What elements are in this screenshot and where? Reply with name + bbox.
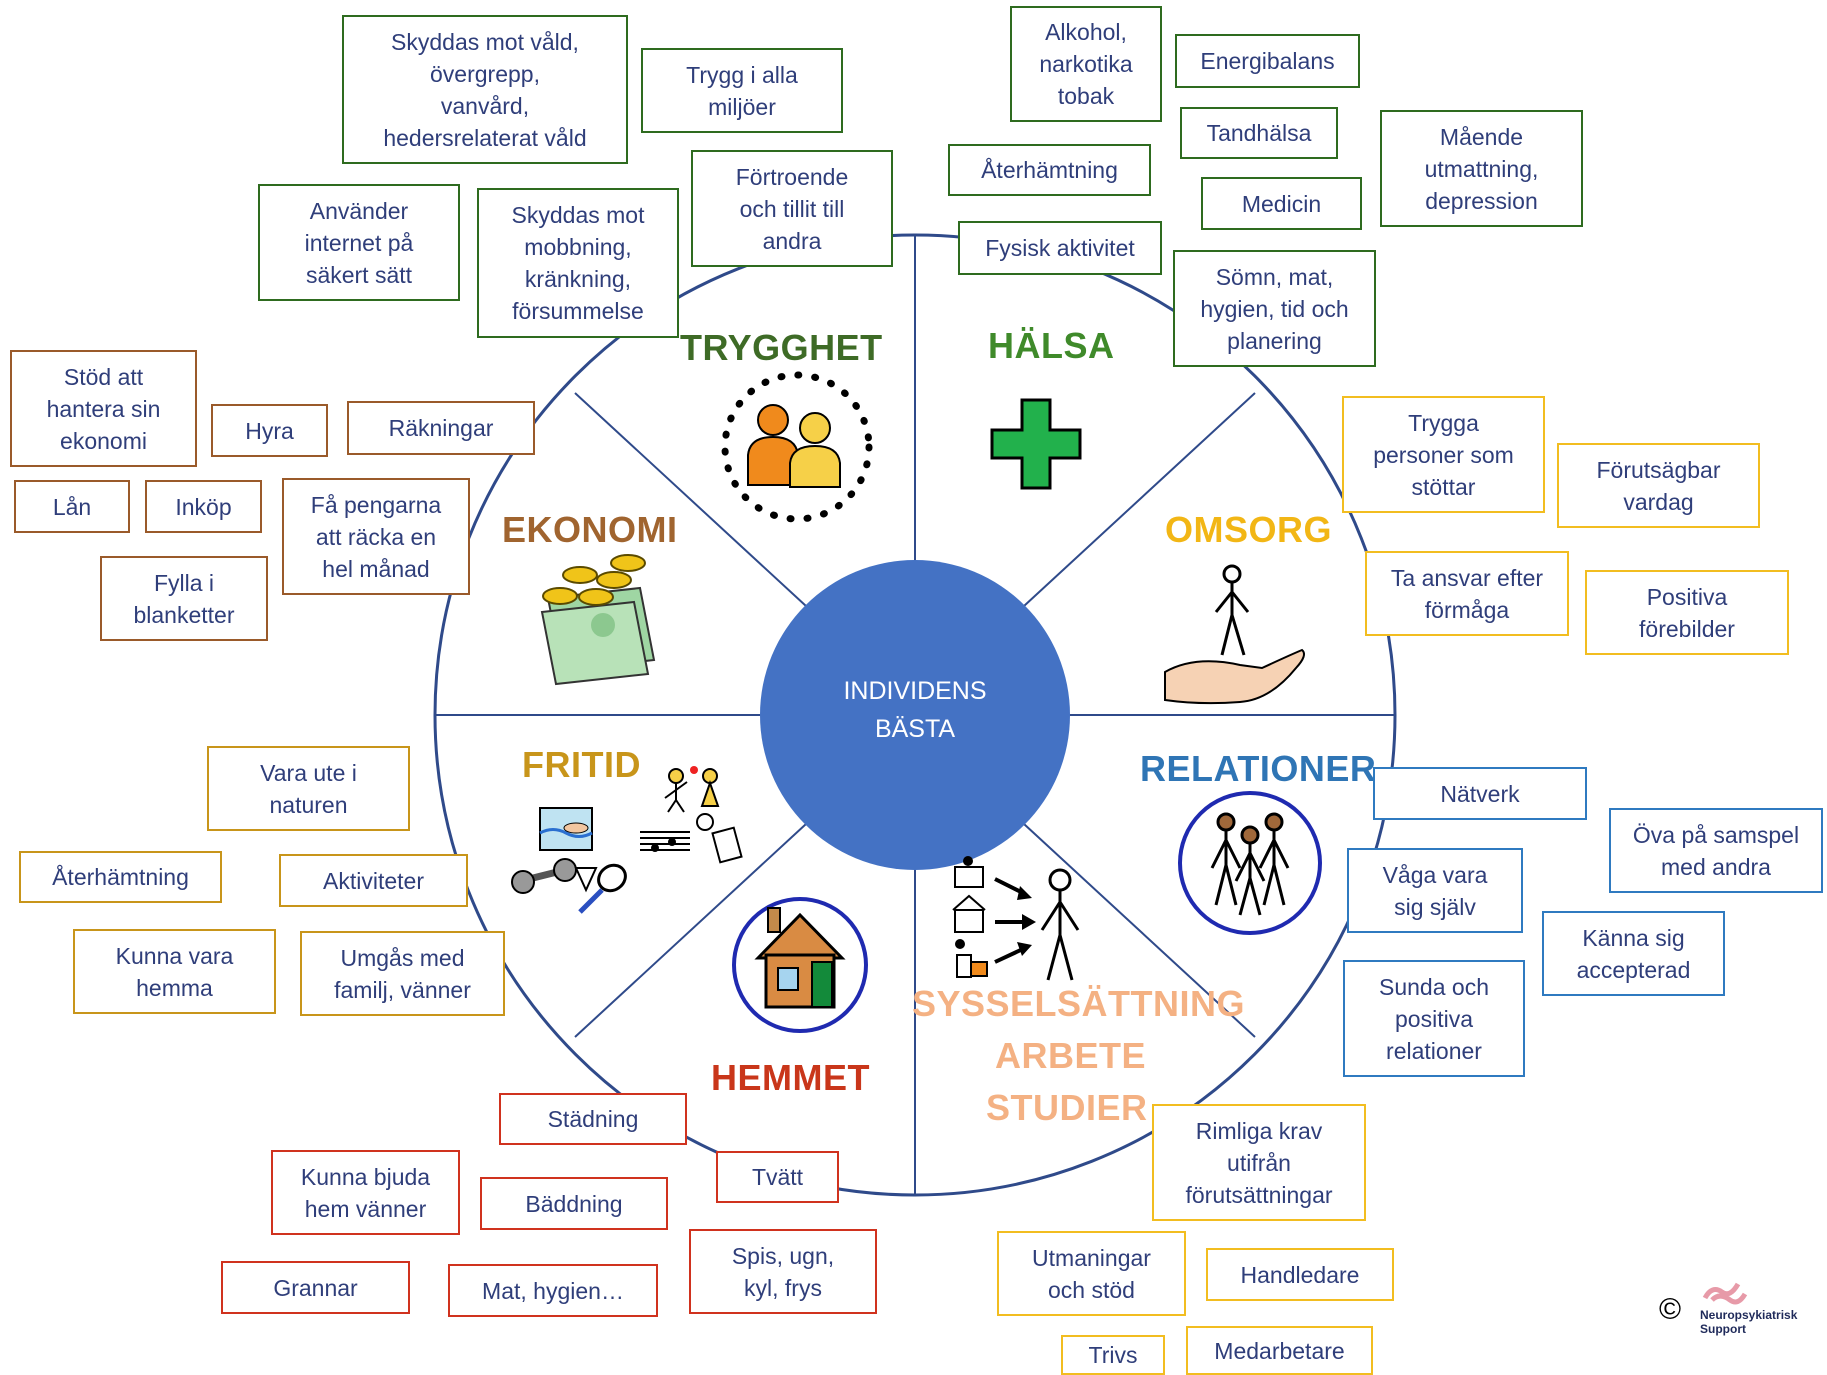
sysselsattning-item: Trivs bbox=[1061, 1335, 1165, 1375]
center-label-line2: BÄSTA bbox=[874, 715, 956, 743]
halsa-item: Energibalans bbox=[1175, 34, 1360, 88]
hemmet-item: Tvätt bbox=[716, 1151, 839, 1203]
hemmet-item: Bäddning bbox=[480, 1177, 668, 1230]
relationer-group-icon bbox=[1178, 791, 1322, 935]
neuropsykiatrisk-logo-mark bbox=[1702, 1282, 1748, 1305]
category-relationer: RELATIONER bbox=[1140, 748, 1377, 789]
omsorg-item: Ta ansvar efter förmåga bbox=[1365, 551, 1569, 636]
hemmet-item: Kunna bjuda hem vänner bbox=[271, 1150, 460, 1235]
hemmet-item: Städning bbox=[499, 1093, 687, 1145]
fritid-item: Återhämtning bbox=[19, 851, 222, 903]
ekonomi-item: Räkningar bbox=[347, 401, 535, 455]
wheel-spokes bbox=[435, 235, 1395, 1195]
trygghet-item: Trygg i alla miljöer bbox=[641, 48, 843, 133]
center-label-line1: INDIVIDENS bbox=[843, 677, 987, 705]
hemmet-item: Grannar bbox=[221, 1261, 410, 1314]
fritid-item: Aktiviteter bbox=[279, 854, 468, 907]
halsa-item: Medicin bbox=[1201, 177, 1362, 230]
omsorg-hand-figure-icon bbox=[1164, 564, 1305, 705]
ekonomi-money-icon bbox=[540, 554, 656, 686]
omsorg-item: Förutsägbar vardag bbox=[1557, 443, 1760, 528]
ekonomi-item: Stöd att hantera sin ekonomi bbox=[10, 350, 197, 467]
fritid-item: Kunna vara hemma bbox=[73, 929, 276, 1014]
ekonomi-item: Inköp bbox=[145, 480, 262, 533]
category-trygghet: TRYGGHET bbox=[680, 327, 883, 368]
sysselsattning-item: Medarbetare bbox=[1186, 1326, 1373, 1375]
fritid-activities-icon bbox=[511, 766, 743, 914]
sysselsattning-item: Handledare bbox=[1206, 1248, 1394, 1301]
category-ekonomi: EKONOMI bbox=[502, 509, 678, 550]
center-label: INDIVIDENS BÄSTA bbox=[760, 672, 1070, 748]
hemmet-item: Spis, ugn, kyl, frys bbox=[689, 1229, 877, 1314]
category-fritid: FRITID bbox=[522, 744, 641, 785]
halsa-item: Sömn, mat, hygien, tid och planering bbox=[1173, 250, 1376, 367]
copyright-symbol: © bbox=[1659, 1293, 1682, 1326]
category-sysselsattning-line1: SYSSELSÄTTNING bbox=[912, 983, 1246, 1024]
category-halsa: HÄLSA bbox=[988, 325, 1115, 366]
sysselsattning-item: Rimliga krav utifrån förutsättningar bbox=[1152, 1104, 1366, 1221]
fritid-item: Vara ute i naturen bbox=[207, 746, 410, 831]
sysselsattning-item: Utmaningar och stöd bbox=[997, 1231, 1186, 1316]
relationer-item: Nätverk bbox=[1373, 767, 1587, 820]
category-sysselsattning-line3: STUDIER bbox=[986, 1087, 1148, 1128]
halsa-item: Återhämtning bbox=[948, 144, 1151, 196]
ekonomi-item: Fylla i blanketter bbox=[100, 556, 268, 641]
relationer-item: Känna sig accepterad bbox=[1542, 911, 1725, 996]
omsorg-item: Positiva förebilder bbox=[1585, 570, 1789, 655]
trygghet-item: Förtroende och tillit till andra bbox=[691, 150, 893, 267]
relationer-item: Sunda och positiva relationer bbox=[1343, 960, 1525, 1077]
trygghet-item: Skyddas mot våld, övergrepp, vanvård, he… bbox=[342, 15, 628, 164]
relationer-item: Våga vara sig själv bbox=[1347, 848, 1523, 933]
halsa-item: Tandhälsa bbox=[1180, 107, 1338, 159]
halsa-item: Fysisk aktivitet bbox=[958, 221, 1162, 275]
omsorg-item: Trygga personer som stöttar bbox=[1342, 396, 1545, 513]
neuropsykiatrisk-logo-text: Neuropsykiatrisk Support bbox=[1700, 1308, 1798, 1336]
ekonomi-item: Få pengarna att räcka en hel månad bbox=[282, 478, 470, 595]
hemmet-item: Mat, hygien… bbox=[448, 1264, 658, 1317]
fritid-item: Umgås med familj, vänner bbox=[300, 931, 505, 1016]
ekonomi-item: Lån bbox=[14, 480, 130, 533]
category-hemmet: HEMMET bbox=[711, 1057, 870, 1098]
center-circle bbox=[760, 560, 1070, 870]
sysselsattning-work-icon bbox=[952, 856, 1080, 981]
category-sysselsattning-line2: ARBETE bbox=[995, 1035, 1147, 1076]
halsa-item: Alkohol, narkotika tobak bbox=[1010, 6, 1162, 122]
category-omsorg: OMSORG bbox=[1165, 509, 1333, 550]
trygghet-item: Använder internet på säkert sätt bbox=[258, 184, 460, 301]
relationer-item: Öva på samspel med andra bbox=[1609, 808, 1823, 893]
trygghet-item: Skyddas mot mobbning, kränkning, försumm… bbox=[477, 188, 679, 338]
ekonomi-item: Hyra bbox=[211, 404, 328, 457]
halsa-item: Mående utmattning, depression bbox=[1380, 110, 1583, 227]
halsa-cross-icon bbox=[990, 398, 1082, 490]
hemmet-house-icon bbox=[732, 897, 868, 1033]
trygghet-people-icon bbox=[721, 371, 873, 523]
